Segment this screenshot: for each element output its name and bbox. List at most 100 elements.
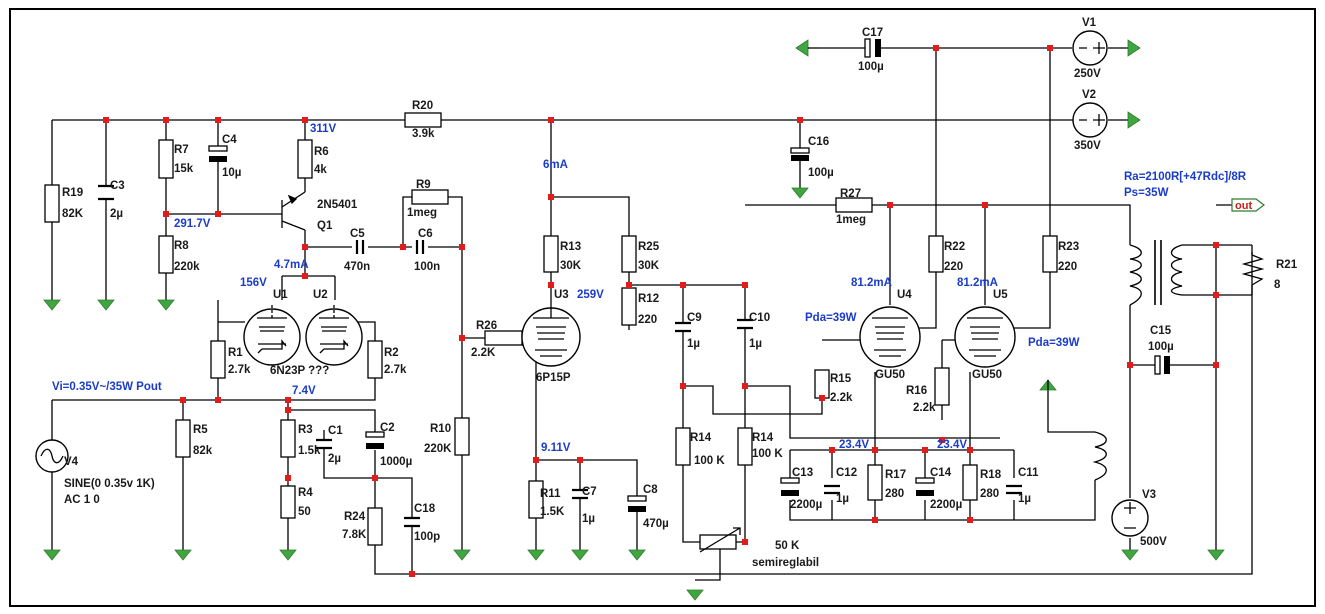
v3-source xyxy=(1111,499,1149,537)
r3-value: 1.5k xyxy=(298,445,321,457)
c7-ref: C7 xyxy=(582,486,597,498)
v4-ac: AC 1 0 xyxy=(64,494,100,506)
tubes xyxy=(243,305,1016,368)
ann-pda-u5: Pda=39W xyxy=(1028,337,1080,349)
r12-value: 220 xyxy=(638,314,657,326)
r19-ref: R19 xyxy=(62,187,83,199)
ann-ra: Ra=2100R[+47Rdc]/8R xyxy=(1124,171,1247,183)
r23-body xyxy=(1042,235,1058,273)
ground-icon xyxy=(453,549,471,561)
ground-icon xyxy=(1121,549,1139,561)
c10-ref: C10 xyxy=(749,312,770,324)
ann-6ma: 6mA xyxy=(543,159,568,171)
ground-icon xyxy=(1127,111,1141,129)
u2-tube xyxy=(305,305,363,366)
r25-value: 30K xyxy=(638,260,660,272)
ann-81ma-u4: 81.2mA xyxy=(851,277,892,289)
c3-value: 2µ xyxy=(110,208,123,220)
ann-9-11v: 9.11V xyxy=(541,442,571,454)
u2-ref: U2 xyxy=(313,289,328,301)
r26-body xyxy=(484,330,523,346)
r23-value: 220 xyxy=(1058,261,1077,273)
component-labels: R19 82K C3 2µ R7 15k R8 220k C4 10µ R6 4… xyxy=(62,17,1298,569)
v4-sine: SINE(0 0.35v 1K) xyxy=(64,478,155,490)
c2-value: 1000µ xyxy=(380,456,412,468)
r16-body xyxy=(934,367,950,406)
r24-ref: R24 xyxy=(344,511,366,523)
c4-value: 10µ xyxy=(222,167,241,179)
c4-neg xyxy=(209,156,227,162)
r13-body xyxy=(543,235,559,273)
ground-icon xyxy=(1207,549,1225,561)
q1-ref: Q1 xyxy=(317,220,333,232)
r3-ref: R3 xyxy=(298,424,313,436)
c12-value: 1µ xyxy=(836,493,849,505)
c1-value: 2µ xyxy=(328,453,341,465)
sources xyxy=(35,30,1149,537)
u3-tube xyxy=(521,305,581,367)
r12-body xyxy=(621,287,637,326)
r12-ref: R12 xyxy=(638,293,659,305)
r8-body xyxy=(158,235,174,274)
u5-tube xyxy=(954,306,1016,368)
c2-neg xyxy=(366,443,384,449)
c4-plate xyxy=(208,145,228,152)
r8-ref: R8 xyxy=(174,240,189,252)
c11-plates xyxy=(1006,484,1022,495)
grounds xyxy=(43,39,1225,601)
c16-ref: C16 xyxy=(808,136,829,148)
ground-icon xyxy=(97,299,115,311)
c11-ref: C11 xyxy=(1018,467,1039,479)
r14b-ref: R14 xyxy=(752,432,774,444)
r6-value: 4k xyxy=(314,164,327,176)
c17-ref: C17 xyxy=(862,27,883,39)
ground-icon xyxy=(527,549,545,561)
c9-plates xyxy=(675,321,691,333)
pot-sub: semireglabil xyxy=(752,557,819,569)
pot-body xyxy=(699,534,737,550)
r6-ref: R6 xyxy=(314,146,329,158)
r10-body xyxy=(454,417,470,456)
c5-value: 470n xyxy=(344,261,370,273)
r7-ref: R7 xyxy=(174,144,189,156)
ground-icon xyxy=(686,589,704,601)
c13-value: 2200µ xyxy=(790,499,822,511)
c18-plates xyxy=(404,516,420,528)
u1-tube xyxy=(243,305,301,366)
c2-plate xyxy=(365,431,385,438)
u4-ref: U4 xyxy=(897,289,912,301)
c16-neg xyxy=(791,155,809,161)
r27-ref: R27 xyxy=(840,188,861,200)
r9-ref: R9 xyxy=(416,179,431,191)
c9-ref: C9 xyxy=(687,312,702,324)
c3-plates xyxy=(98,184,114,201)
ann-pda-u4: Pda=39W xyxy=(805,312,857,324)
r21-ref: R21 xyxy=(1276,259,1298,271)
c13-ref: C13 xyxy=(792,467,813,479)
c14-neg xyxy=(916,490,934,496)
c15-value: 100µ xyxy=(1148,341,1174,353)
r2-value: 2.7k xyxy=(384,364,407,376)
ann-7-4v: 7.4V xyxy=(292,385,316,397)
c17-plate xyxy=(864,38,871,58)
c6-plates xyxy=(415,240,425,254)
c10-value: 1µ xyxy=(749,338,762,350)
ground-icon xyxy=(571,549,589,561)
v2-source xyxy=(1072,102,1108,138)
r25-ref: R25 xyxy=(638,241,660,253)
c16-plate xyxy=(790,147,810,154)
v1-ref: V1 xyxy=(1082,17,1097,29)
v1-source xyxy=(1072,30,1108,66)
r11-value: 1.5K xyxy=(540,506,565,518)
out-tag: out xyxy=(1231,198,1265,212)
r19-value: 82K xyxy=(62,208,84,220)
r17-body xyxy=(867,464,883,501)
r18-body xyxy=(962,464,978,501)
c14-plate xyxy=(915,477,935,484)
r5-ref: R5 xyxy=(193,424,208,436)
ann-311v: 311V xyxy=(310,123,337,135)
c7-value: 1µ xyxy=(582,513,595,525)
c2-ref: C2 xyxy=(380,422,395,434)
r1-body xyxy=(210,340,226,379)
